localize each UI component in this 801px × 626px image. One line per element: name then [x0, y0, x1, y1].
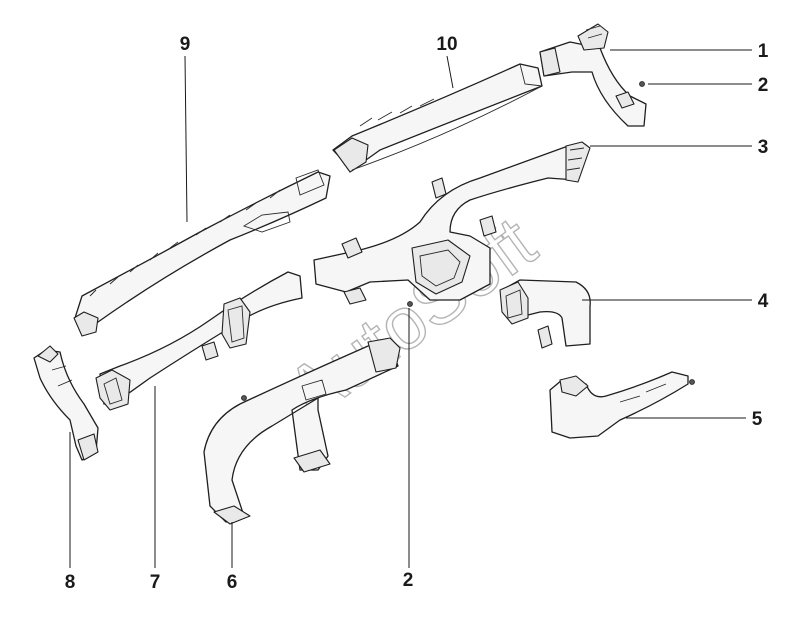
callout-2-top: 2: [758, 75, 769, 96]
part-2-clip-bottom: [407, 301, 413, 307]
callout-7: 7: [150, 572, 161, 593]
leader-lines: [69, 49, 752, 568]
callout-9: 9: [180, 34, 191, 55]
part-6-lower-center-duct: [203, 337, 401, 525]
callout-5: 5: [752, 409, 763, 430]
callout-3: 3: [758, 137, 769, 158]
callout-1: 1: [758, 41, 769, 62]
part-7-left-center-duct: [95, 271, 303, 411]
callout-4: 4: [758, 291, 769, 312]
callout-8: 8: [65, 572, 76, 593]
part-5-lower-right-duct: [549, 371, 695, 439]
part-1-right-vent-duct: [539, 23, 647, 127]
part-3-center-branch-duct: [313, 141, 591, 305]
part-9-left-duct: [73, 169, 331, 337]
part-2-clip-top: [639, 81, 645, 87]
part-8-left-side-duct: [33, 345, 99, 461]
leader-10: [446, 55, 454, 89]
part-10-center-duct: [332, 63, 543, 173]
callout-6: 6: [227, 572, 238, 593]
callout-10: 10: [436, 34, 457, 55]
callout-labels: 1 2 3 4 5 9 10 8 7 6 2: [65, 34, 769, 593]
callout-2-bottom: 2: [403, 570, 414, 591]
part-4-right-elbow-duct: [499, 279, 591, 349]
leader-9: [184, 55, 188, 223]
